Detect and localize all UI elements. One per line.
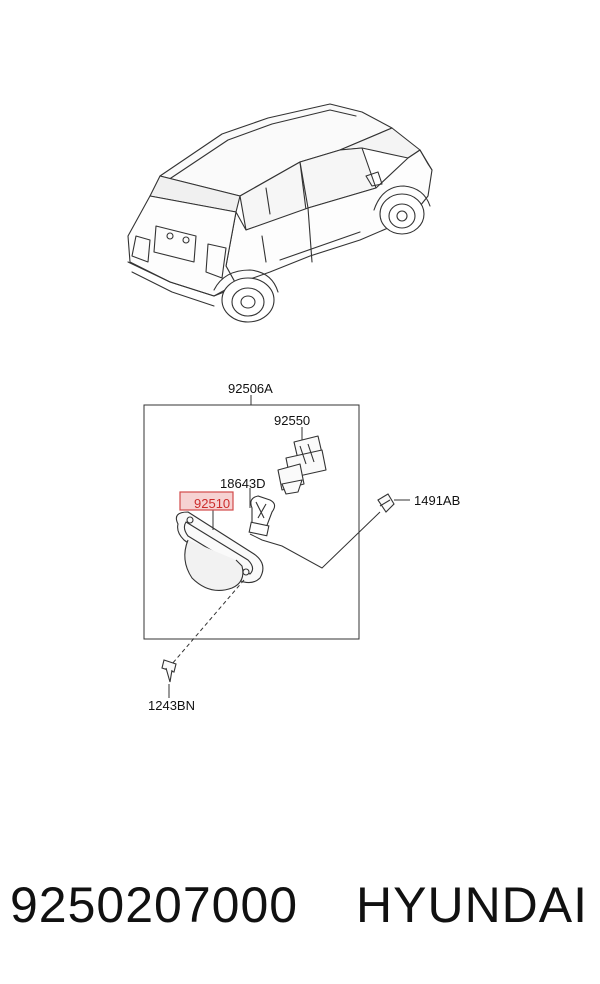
screw-part [161,659,177,683]
socket-connector-part [277,435,327,495]
label-clip: 1491AB [414,493,460,508]
label-socket: 92550 [274,413,310,428]
clip-part [377,493,395,513]
label-bulb: 18643D [220,476,266,491]
part-number: 9250207000 [10,877,299,933]
brand-name: HYUNDAI [356,877,589,933]
lamp-housing-part [175,511,264,591]
highlight-box [179,491,234,511]
wire-harness [249,511,381,569]
label-lens: 92510 [194,496,230,511]
bulb-part [248,495,276,537]
car-illustration [127,103,433,323]
label-assembly: 92506A [228,381,273,396]
screw-guide-line [171,579,245,665]
label-screw: 1243BN [148,698,195,713]
footer: 9250207000 HYUNDAI [0,868,600,958]
